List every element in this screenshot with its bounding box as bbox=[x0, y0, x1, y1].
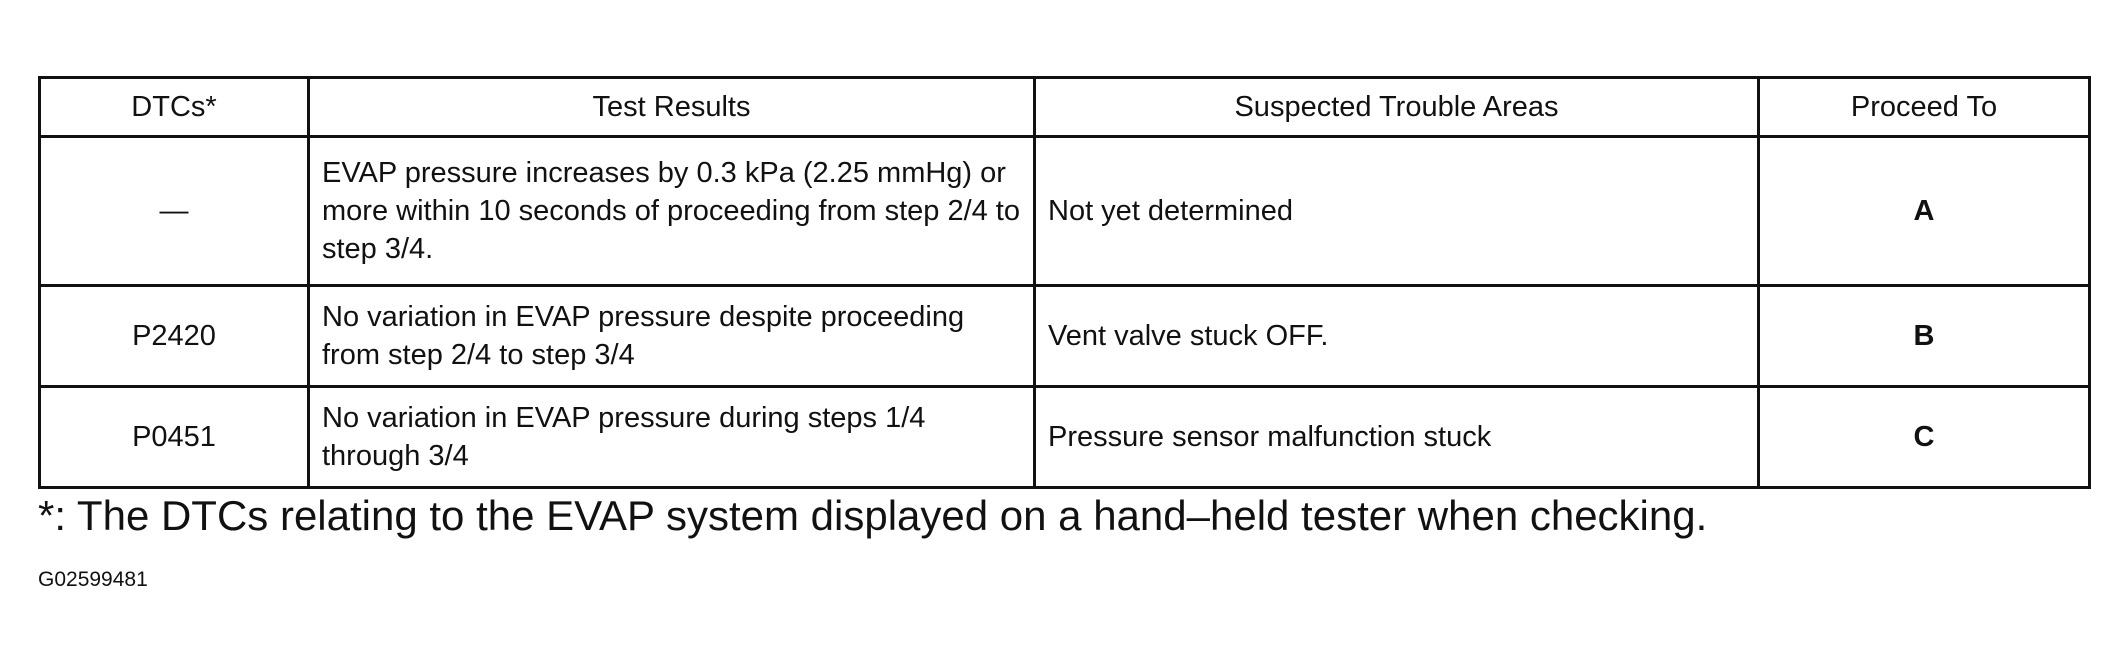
trouble-area-cell: Not yet determined bbox=[1033, 135, 1760, 287]
table-footnote: *: The DTCs relating to the EVAP system … bbox=[38, 492, 1708, 539]
header-dtcs: DTCs* bbox=[38, 76, 310, 138]
test-result-cell: EVAP pressure increases by 0.3 kPa (2.25… bbox=[307, 135, 1036, 287]
trouble-area-cell: Vent valve stuck OFF. bbox=[1033, 284, 1760, 388]
figure-code: G02599481 bbox=[38, 568, 148, 591]
dtc-cell: P2420 bbox=[38, 284, 310, 388]
table-row: — EVAP pressure increases by 0.3 kPa (2.… bbox=[38, 135, 2091, 287]
header-proceed-to: Proceed To bbox=[1757, 76, 2091, 138]
table-row: P2420 No variation in EVAP pressure desp… bbox=[38, 284, 2091, 388]
dtc-results-table: DTCs* Test Results Suspected Trouble Are… bbox=[38, 76, 2091, 489]
test-result-cell: No variation in EVAP pressure despite pr… bbox=[307, 284, 1036, 388]
dtc-cell: — bbox=[38, 135, 310, 287]
proceed-to-cell: A bbox=[1757, 135, 2091, 287]
trouble-area-cell: Pressure sensor malfunction stuck bbox=[1033, 385, 1760, 489]
header-suspected-trouble-areas: Suspected Trouble Areas bbox=[1033, 76, 1760, 138]
table-header-row: DTCs* Test Results Suspected Trouble Are… bbox=[38, 76, 2091, 138]
table-row: P0451 No variation in EVAP pressure duri… bbox=[38, 385, 2091, 489]
header-test-results: Test Results bbox=[307, 76, 1036, 138]
test-result-cell: No variation in EVAP pressure during ste… bbox=[307, 385, 1036, 489]
proceed-to-cell: B bbox=[1757, 284, 2091, 388]
proceed-to-cell: C bbox=[1757, 385, 2091, 489]
dtc-cell: P0451 bbox=[38, 385, 310, 489]
